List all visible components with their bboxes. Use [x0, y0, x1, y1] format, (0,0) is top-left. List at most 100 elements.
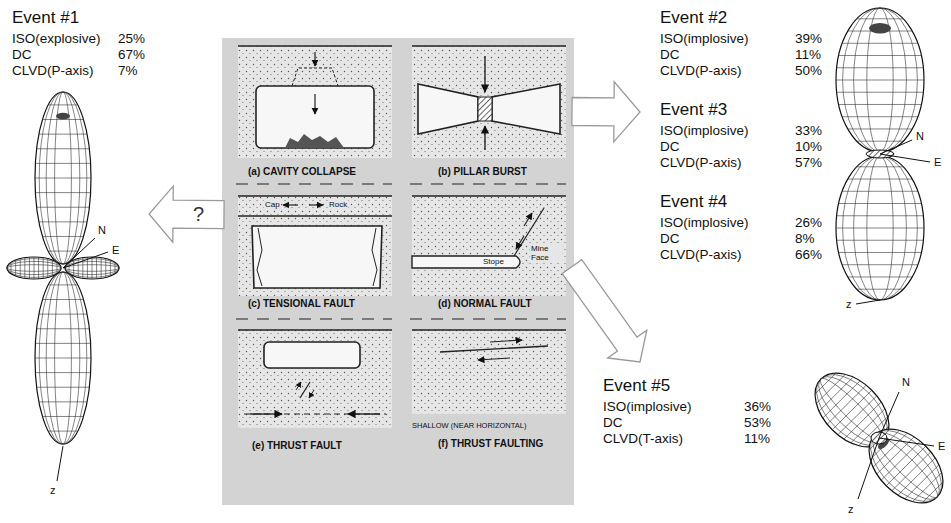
row-separator	[410, 318, 566, 319]
pillar-burst-sketch	[412, 46, 566, 158]
moment-tensor-text: Event #1	[12, 8, 79, 28]
axis-label: z	[50, 484, 56, 497]
moment-tensor-text: 10%	[795, 139, 822, 155]
scenario-cell: (a) CAVITY COLLAPSE	[224, 40, 398, 183]
lobe-outline	[836, 8, 924, 152]
thrust-fault-sketch	[238, 330, 392, 428]
lobe-parallel	[905, 465, 939, 499]
lobe-parallel	[47, 259, 48, 278]
thrust-fault-sketch	[264, 342, 360, 368]
normal-fault-sketch	[412, 196, 566, 296]
tensional-fault-sketch	[238, 195, 392, 197]
lobe-meridian	[858, 418, 951, 514]
moment-tensor-text: 66%	[795, 247, 822, 263]
lobe-parallel	[823, 381, 860, 418]
scenario-caption: (b) PILLAR BURST	[438, 166, 527, 178]
lobe-parallel	[110, 260, 111, 276]
moment-tensor-text: CLVD(P-axis)	[12, 63, 94, 79]
lobe-shade	[869, 23, 891, 34]
lobe-shade	[56, 113, 70, 120]
lobe-parallel	[20, 259, 21, 278]
lobe-parallel	[48, 251, 77, 252]
radiation-lobe	[35, 92, 91, 264]
lobe-parallel	[881, 441, 920, 480]
lobe-parallel	[78, 259, 79, 278]
pillar-burst-sketch	[478, 97, 492, 121]
moment-tensor-text: DC	[603, 415, 623, 431]
scenario-caption: (d) NORMAL FAULT	[438, 298, 532, 310]
lobe-parallel	[37, 328, 90, 329]
scenario-cell: (b) PILLAR BURST	[398, 40, 572, 183]
lobe-parallel	[42, 236, 83, 237]
lobe-parallel	[56, 262, 57, 274]
axis-line	[880, 140, 912, 154]
row-separator	[236, 318, 392, 319]
moment-tensor-text: Event #5	[603, 376, 670, 396]
lobe-outline	[35, 272, 91, 444]
lobe-parallel	[105, 259, 106, 278]
hollow-arrow	[572, 82, 640, 142]
row-separator	[236, 184, 566, 319]
row-separator	[410, 183, 566, 184]
scenario-caption: Stope	[482, 257, 505, 266]
lobe-parallel	[52, 260, 53, 276]
thrust-fault-sketch	[300, 382, 310, 398]
shallow-thrust-sketch	[412, 330, 566, 414]
lobe-parallel	[827, 385, 866, 424]
scenario-caption: Cap	[264, 200, 281, 209]
lobe-parallel	[857, 18, 903, 19]
lobe-parallel	[886, 446, 926, 486]
thrust-fault-sketch	[238, 330, 392, 428]
pillar-burst-sketch	[412, 46, 566, 158]
radiation-pattern	[7, 8, 951, 517]
lobe-outline	[836, 156, 924, 300]
radiation-lobe	[65, 257, 119, 279]
moment-tensor-text: CLVD(T-axis)	[603, 431, 683, 447]
normal-fault-sketch	[524, 213, 532, 226]
lobe-parallel	[839, 55, 922, 56]
lobe-parallel	[29, 257, 30, 279]
axis-line	[856, 300, 880, 304]
scenario-caption: (c) TENSIONAL FAULT	[248, 298, 355, 310]
row-separator	[236, 183, 392, 184]
lobe-parallel	[842, 264, 918, 265]
cavity-collapse-sketch	[238, 46, 392, 158]
lobe-parallel	[48, 104, 77, 105]
pillar-burst-sketch	[492, 84, 560, 134]
moment-tensor-text: 11%	[744, 431, 770, 447]
lobe-meridian	[863, 423, 949, 509]
moment-tensor-text: ISO(implosive)	[660, 215, 749, 231]
lobe-parallel	[857, 141, 903, 142]
lobe-parallel	[24, 258, 25, 279]
lobe-parallel	[842, 191, 918, 192]
lobe-parallel	[87, 257, 88, 279]
lobe-parallel	[832, 390, 872, 430]
tensional-fault-sketch	[238, 196, 392, 296]
lobe-parallel	[39, 221, 87, 222]
moment-tensor-text: 67%	[118, 47, 145, 63]
lobe-outline	[7, 257, 61, 279]
axis-line	[63, 252, 108, 268]
lobe-parallel	[11, 262, 12, 274]
hollow-arrow	[149, 186, 224, 242]
lobe-parallel	[114, 262, 115, 274]
lobe-parallel	[839, 252, 922, 253]
lobe-parallel	[35, 178, 91, 179]
lobe-parallel	[39, 134, 87, 135]
lobe-parallel	[42, 299, 83, 300]
scenario-cell: (e) THRUST FAULT	[224, 322, 398, 462]
lobe-meridian	[869, 429, 943, 503]
hollow-arrow	[562, 260, 647, 362]
moment-tensor-text: 11%	[795, 47, 821, 63]
shallow-thrust-sketch	[440, 346, 548, 352]
lobe-parallel	[73, 260, 74, 276]
event-block: Event #1ISO(explosive)25%DC67%CLVD(P-axi…	[4, 4, 149, 504]
scenario-caption: SHALLOW (NEAR HORIZONTAL)	[412, 422, 526, 431]
axis-line	[880, 154, 930, 162]
axis-line	[63, 238, 95, 268]
axis-line	[879, 392, 899, 438]
axis-label: E	[934, 156, 941, 169]
lobe-parallel	[838, 396, 877, 435]
lobe-parallel	[35, 343, 90, 344]
